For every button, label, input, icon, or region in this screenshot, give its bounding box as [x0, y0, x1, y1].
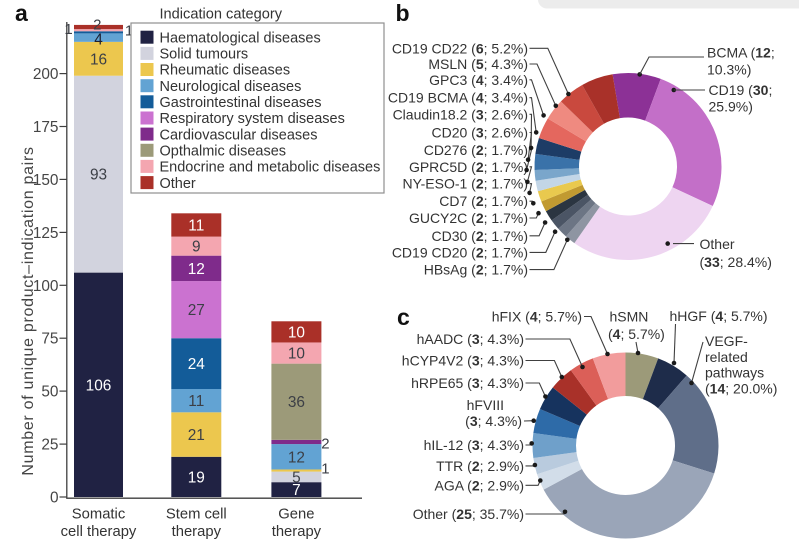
- svg-text:Respiratory system diseases: Respiratory system diseases: [160, 111, 345, 127]
- svg-text:Gene: Gene: [278, 506, 314, 522]
- svg-text:Other: Other: [700, 236, 735, 252]
- svg-text:MSLN (5; 4.3%): MSLN (5; 4.3%): [428, 56, 528, 72]
- svg-text:hSMN: hSMN: [610, 309, 649, 325]
- svg-text:(33; 28.4%): (33; 28.4%): [700, 254, 772, 270]
- svg-text:2: 2: [321, 436, 329, 453]
- svg-text:(3; 4.3%): (3; 4.3%): [465, 413, 522, 429]
- svg-text:Other (25; 35.7%): Other (25; 35.7%): [413, 506, 524, 522]
- svg-text:200: 200: [33, 66, 59, 83]
- svg-text:GPRC5D (2; 1.7%): GPRC5D (2; 1.7%): [409, 159, 528, 175]
- svg-text:Claudin18.2 (3; 2.6%): Claudin18.2 (3; 2.6%): [393, 106, 528, 122]
- svg-text:10: 10: [288, 346, 305, 363]
- svg-text:AGA (2; 2.9%): AGA (2; 2.9%): [434, 477, 524, 493]
- svg-text:36: 36: [288, 394, 305, 411]
- svg-text:5: 5: [292, 469, 301, 486]
- svg-text:CD19 BCMA (4; 3.4%): CD19 BCMA (4; 3.4%): [388, 90, 528, 106]
- svg-text:hAADC (3; 4.3%): hAADC (3; 4.3%): [417, 331, 524, 347]
- svg-text:hHGF (4; 5.7%): hHGF (4; 5.7%): [670, 308, 768, 324]
- svg-text:Rheumatic diseases: Rheumatic diseases: [160, 63, 291, 79]
- svg-text:pathways: pathways: [705, 365, 764, 381]
- svg-text:100: 100: [33, 278, 59, 295]
- svg-text:Haematological diseases: Haematological diseases: [160, 30, 321, 46]
- svg-text:50: 50: [41, 384, 58, 401]
- svg-text:Indication category: Indication category: [160, 7, 283, 23]
- svg-text:12: 12: [288, 449, 305, 466]
- svg-text:21: 21: [188, 427, 205, 444]
- svg-text:9: 9: [192, 239, 201, 256]
- svg-text:GPC3 (4; 3.4%): GPC3 (4; 3.4%): [429, 72, 528, 88]
- svg-text:4: 4: [94, 32, 103, 49]
- svg-text:1: 1: [321, 461, 329, 478]
- svg-text:VEGF-: VEGF-: [705, 333, 748, 349]
- svg-text:(14; 20.0%): (14; 20.0%): [705, 380, 777, 396]
- svg-text:Other: Other: [160, 176, 196, 192]
- svg-text:hCYP4V2 (3; 4.3%): hCYP4V2 (3; 4.3%): [402, 353, 524, 369]
- svg-text:Endocrine and metabolic diseas: Endocrine and metabolic diseases: [160, 160, 381, 176]
- svg-text:hRPE65 (3; 4.3%): hRPE65 (3; 4.3%): [411, 375, 524, 391]
- svg-text:CD20 (3; 2.6%): CD20 (3; 2.6%): [431, 125, 528, 141]
- svg-text:Stem cell: Stem cell: [166, 506, 227, 522]
- svg-text:Gastrointestinal diseases: Gastrointestinal diseases: [160, 95, 322, 111]
- svg-text:125: 125: [33, 225, 59, 242]
- svg-text:Cardiovascular diseases: Cardiovascular diseases: [160, 127, 318, 143]
- svg-text:hFIX (4; 5.7%): hFIX (4; 5.7%): [492, 309, 582, 325]
- svg-text:150: 150: [33, 172, 59, 189]
- svg-text:related: related: [705, 349, 748, 365]
- svg-text:therapy: therapy: [272, 524, 322, 540]
- svg-text:Opthalmic diseases: Opthalmic diseases: [160, 143, 287, 159]
- svg-text:BCMA (12;: BCMA (12;: [707, 45, 775, 61]
- svg-text:TTR (2; 2.9%): TTR (2; 2.9%): [436, 458, 524, 474]
- svg-text:cell therapy: cell therapy: [61, 524, 137, 540]
- svg-text:27: 27: [188, 302, 205, 319]
- svg-text:10.3%): 10.3%): [707, 61, 751, 77]
- svg-text:75: 75: [41, 331, 58, 348]
- svg-text:16: 16: [90, 51, 107, 68]
- svg-text:NY-ESO-1 (2; 1.7%): NY-ESO-1 (2; 1.7%): [402, 176, 528, 192]
- svg-text:1: 1: [64, 21, 72, 38]
- svg-text:therapy: therapy: [172, 524, 222, 540]
- svg-text:12: 12: [188, 261, 205, 278]
- svg-text:hIL-12 (3; 4.3%): hIL-12 (3; 4.3%): [424, 437, 524, 453]
- svg-text:7: 7: [292, 482, 301, 499]
- svg-text:a: a: [15, 0, 28, 26]
- svg-text:CD276 (2; 1.7%): CD276 (2; 1.7%): [424, 142, 528, 158]
- svg-text:175: 175: [33, 119, 59, 136]
- svg-text:24: 24: [188, 356, 206, 373]
- svg-text:CD30 (2; 1.7%): CD30 (2; 1.7%): [431, 228, 528, 244]
- svg-text:(4; 5.7%): (4; 5.7%): [608, 326, 665, 342]
- svg-text:HBsAg (2; 1.7%): HBsAg (2; 1.7%): [424, 262, 528, 278]
- svg-text:CD19 CD20 (2; 1.7%): CD19 CD20 (2; 1.7%): [392, 244, 528, 260]
- svg-text:c: c: [397, 304, 410, 330]
- svg-text:CD19 (30;: CD19 (30;: [709, 82, 773, 98]
- svg-text:hFVIII: hFVIII: [467, 397, 504, 413]
- svg-text:Solid tumours: Solid tumours: [160, 47, 249, 63]
- svg-text:0: 0: [50, 490, 59, 507]
- svg-text:Somatic: Somatic: [72, 506, 126, 522]
- svg-text:1: 1: [125, 22, 133, 39]
- svg-text:106: 106: [86, 377, 112, 394]
- svg-text:11: 11: [188, 393, 204, 410]
- svg-text:CD19 CD22 (6; 5.2%): CD19 CD22 (6; 5.2%): [392, 40, 528, 56]
- svg-text:Neurological diseases: Neurological diseases: [160, 79, 302, 95]
- svg-text:11: 11: [188, 218, 204, 235]
- svg-text:25: 25: [41, 437, 58, 454]
- svg-text:25.9%): 25.9%): [709, 98, 753, 114]
- svg-text:93: 93: [90, 167, 107, 184]
- svg-text:GUCY2C (2; 1.7%): GUCY2C (2; 1.7%): [409, 210, 528, 226]
- svg-text:CD7 (2; 1.7%): CD7 (2; 1.7%): [439, 193, 528, 209]
- svg-text:19: 19: [188, 469, 205, 486]
- svg-text:2: 2: [93, 16, 101, 33]
- svg-text:Number of unique product–indic: Number of unique product–indication pair…: [20, 146, 37, 475]
- svg-text:10: 10: [288, 324, 305, 341]
- svg-text:b: b: [396, 0, 410, 26]
